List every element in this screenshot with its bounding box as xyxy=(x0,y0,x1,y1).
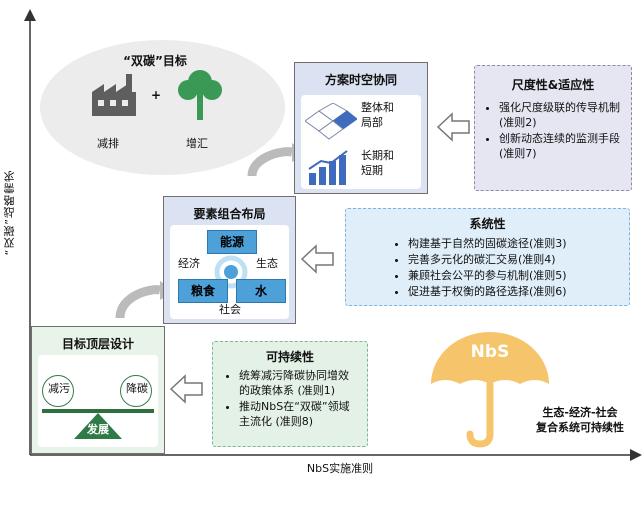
curve-arrow-1 xyxy=(115,285,161,319)
scale-bullet: 强化尺度级联的传导机制(准则2) xyxy=(499,101,623,131)
scale-bullet: 创新动态连续的监测手段(准则7) xyxy=(499,132,623,162)
element-layout-block: 要素组合布局 能源 粮食 水 经济 生态 社会 xyxy=(163,196,296,324)
arrow-left-icon xyxy=(301,244,334,274)
plus-sign: + xyxy=(151,88,162,102)
arrow-left-icon xyxy=(170,374,203,404)
cycle-icon xyxy=(214,255,248,289)
x-axis-label: NbS实施准则 xyxy=(306,462,374,475)
goal-left-label: 减排 xyxy=(97,137,119,150)
cell-grain: 粮食 xyxy=(178,279,228,303)
scale-title: 尺度性&适应性 xyxy=(511,78,595,92)
umbrella-label: NbS xyxy=(470,342,510,362)
curve-arrow-2 xyxy=(247,147,293,177)
layout-title: 要素组合布局 xyxy=(193,207,266,221)
systemic-bullet: 完善多元化的碳汇交易(准则4) xyxy=(408,253,619,268)
cell-water: 水 xyxy=(236,279,286,303)
scale-adaptability-box: 尺度性&适应性 强化尺度级联的传导机制(准则2) 创新动态连续的监测手段(准则7… xyxy=(474,65,632,191)
toplevel-left-label: 减污 xyxy=(48,382,70,395)
systemic-bullets: 构建基于自然的固碳途径(准则3) 完善多元化的碳汇交易(准则4) 兼顾社会公平的… xyxy=(394,237,619,299)
systemic-bullet: 构建基于自然的固碳途径(准则3) xyxy=(408,237,619,252)
toplevel-base-label: 发展 xyxy=(87,423,109,436)
toplevel-title: 目标顶层设计 xyxy=(61,337,134,351)
factory-icon xyxy=(92,74,136,116)
scale-bullets: 强化尺度级联的传导机制(准则2) 创新动态连续的监测手段(准则7) xyxy=(485,101,623,161)
goal-title: “双碳”目标 xyxy=(123,54,187,68)
balance-beam xyxy=(42,409,154,413)
umbrella-icon xyxy=(431,332,549,448)
balance-base xyxy=(74,413,122,439)
systemic-box: 系统性 构建基于自然的固碳途径(准则3) 完善多元化的碳汇交易(准则4) 兼顾社… xyxy=(345,208,630,306)
toplevel-right-label: 降碳 xyxy=(126,382,148,395)
sustain-bullet: 统筹减污降碳协同增效的政策体系 (准则1) xyxy=(239,369,359,399)
ring-bottom-label: 社会 xyxy=(219,303,241,316)
tree-icon xyxy=(178,70,222,120)
goal-right-label: 增汇 xyxy=(186,137,208,150)
top-design-block: 目标顶层设计 减污 降碳 发展 xyxy=(31,326,165,454)
spatial-item-1: 整体和 局部 xyxy=(361,101,394,129)
spatial-title: 方案时空协同 xyxy=(324,73,397,87)
systemic-bullet: 促进基于权衡的路径选择(准则6) xyxy=(408,285,619,300)
sustain-bullet: 推动NbS在“双碳”领域主流化 (准则8) xyxy=(239,400,359,430)
ring-right-label: 生态 xyxy=(256,257,278,270)
arrow-left-icon xyxy=(437,112,470,142)
sustain-title: 可持续性 xyxy=(265,350,314,364)
spatial-coordination-block: 方案时空协同 整体和 局部 长期和 短期 xyxy=(294,62,428,194)
cell-energy: 能源 xyxy=(207,230,257,254)
goal-ellipse xyxy=(40,40,285,175)
y-axis-label: “双碳”战略需求 xyxy=(3,170,16,256)
map-squares-icon xyxy=(305,103,357,140)
reduce-pollution-circle xyxy=(42,375,74,407)
trend-bars-icon xyxy=(308,150,348,185)
spatial-item-2: 长期和 短期 xyxy=(361,149,394,177)
systemic-title: 系统性 xyxy=(469,217,506,231)
sustainability-box: 可持续性 统筹减污降碳协同增效的政策体系 (准则1) 推动NbS在“双碳”领域主… xyxy=(212,341,368,447)
umbrella-caption: 生态-经济-社会 复合系统可持续性 xyxy=(536,406,624,434)
reduce-carbon-circle xyxy=(120,375,152,407)
ring-left-label: 经济 xyxy=(178,257,200,270)
systemic-bullet: 兼顾社会公平的参与机制(准则5) xyxy=(408,269,619,284)
sustain-bullets: 统筹减污降碳协同增效的政策体系 (准则1) 推动NbS在“双碳”领域主流化 (准… xyxy=(225,369,359,429)
